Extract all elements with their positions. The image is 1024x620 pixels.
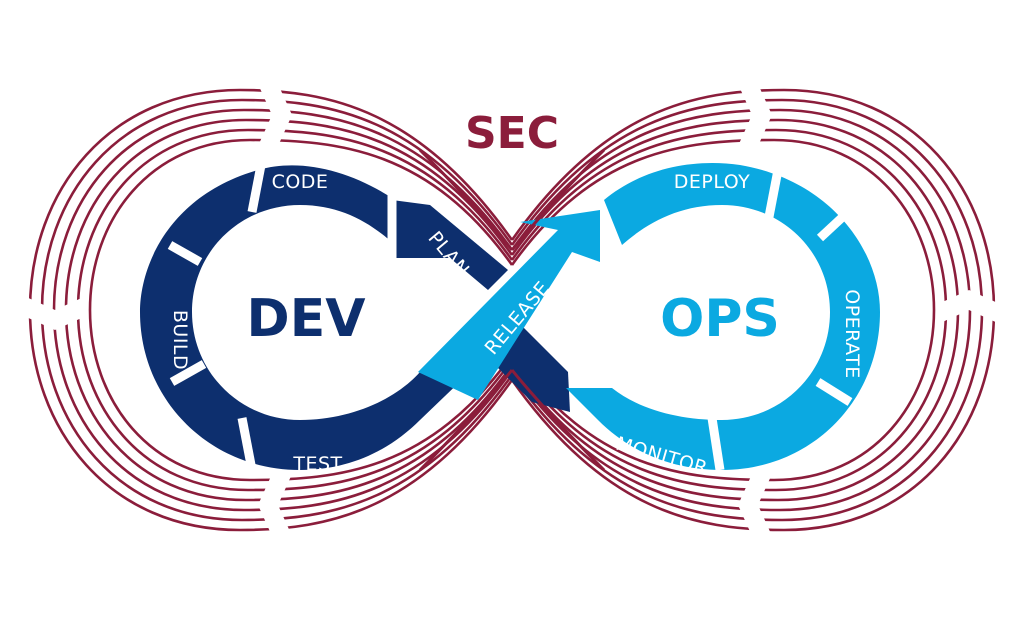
dev-separators [167,159,397,471]
code-label: CODE [272,171,329,193]
operate-label: OPERATE [841,289,863,378]
chevron-left-bottom [258,474,292,536]
ops-ring-body [566,163,880,470]
ops-center-label: OPS [660,289,780,349]
sec-label: SEC [465,108,559,159]
sec-ring-chevrons [24,84,1000,536]
chevron-left-top [258,84,292,146]
sec-crossing [418,148,606,472]
dev-center-label: DEV [247,289,366,349]
chevron-right-top [738,84,772,146]
test-label: TEST [292,453,342,475]
release-arrow [418,210,600,400]
sec-ring-left-6 [88,138,514,482]
chevron-right-side [938,290,1000,324]
ops-ring [418,163,880,471]
ops-separators [707,169,853,471]
deploy-label: DEPLOY [674,171,751,193]
dev-ring-body [140,165,470,470]
sec-ring-right-6 [510,138,936,482]
build-label: BUILD [169,310,191,370]
chevron-right-bottom [738,474,772,536]
chevron-left-side [24,296,86,330]
plan-segment [392,200,508,290]
